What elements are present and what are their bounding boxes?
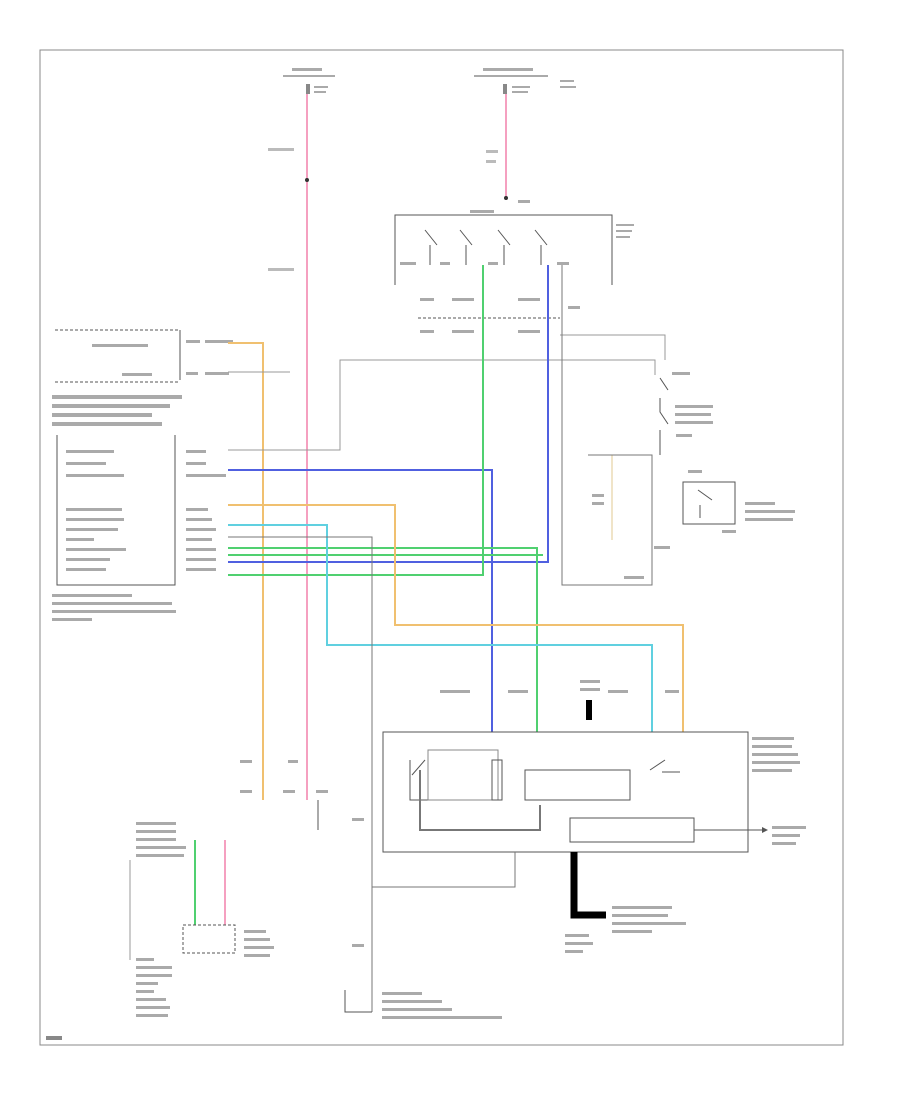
gray-wire-lower (228, 536, 373, 1012)
clutch-switch (592, 470, 795, 579)
cruise-control-module (52, 395, 226, 621)
cruise-switch-assembly (394, 200, 634, 285)
vehicle-speed-sensor (129, 822, 274, 1017)
orange-wire-vertical (228, 342, 264, 800)
fuse-hot-at-all-times (283, 68, 335, 94)
gray-wire-servo-feed (372, 852, 516, 888)
cruise-servo-unit (382, 680, 806, 853)
blue-wire-2 (228, 265, 549, 563)
diagram-frame (39, 49, 844, 1046)
tan-wire (228, 504, 684, 732)
gray-wire-brake (228, 359, 656, 451)
ground-splice (344, 990, 502, 1019)
gray-wire-right-box (561, 265, 653, 586)
instrument-cluster-connector (55, 329, 233, 383)
fuse-hot-in-run (474, 68, 576, 94)
cyan-wire (228, 524, 653, 732)
vacuum-hose (586, 700, 592, 720)
switch-connector-rows (418, 298, 580, 333)
green-wire-1 (228, 547, 538, 732)
diagram-code-mark (46, 1036, 62, 1040)
gray-wire-top-right (560, 334, 666, 360)
ground-cable (570, 852, 606, 919)
green-wire-3 (228, 265, 484, 576)
brake-switch (659, 372, 713, 455)
